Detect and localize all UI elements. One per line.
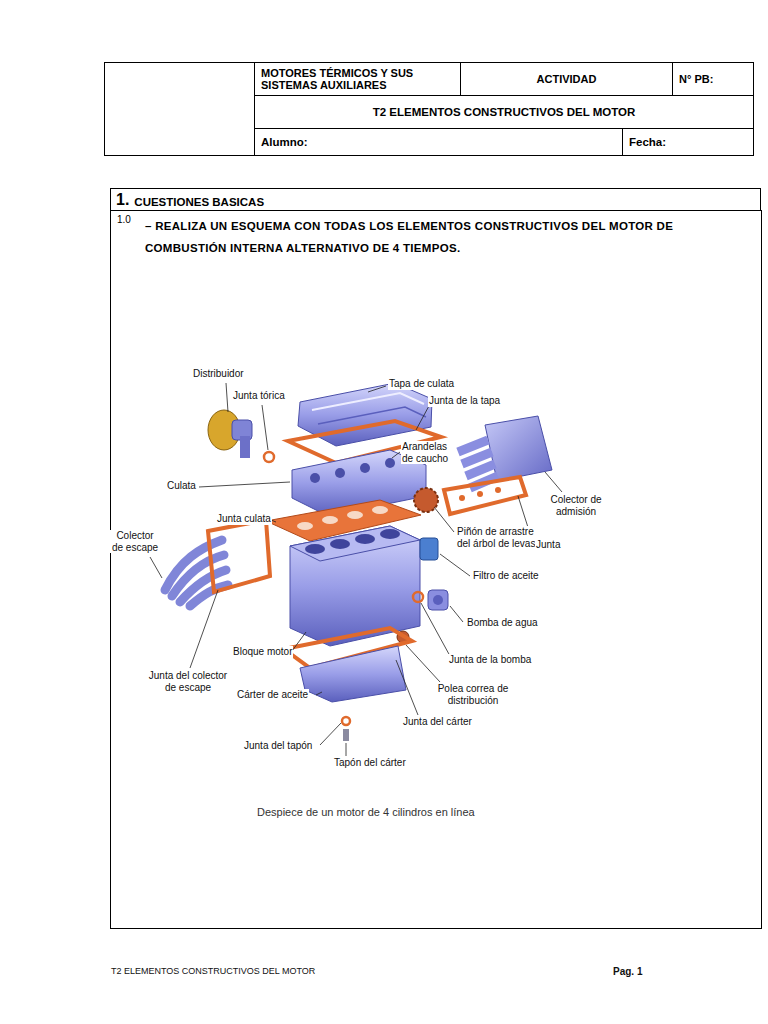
camshaft-gear bbox=[414, 488, 438, 512]
oil-sump bbox=[300, 646, 406, 702]
part-label: Junta de la bomba bbox=[448, 654, 532, 666]
part-label: Junta del cárter bbox=[402, 716, 473, 728]
leader-lines bbox=[320, 723, 341, 745]
leader-lines bbox=[226, 383, 228, 412]
part-label: Colector de escape bbox=[110, 530, 160, 553]
drain-plug bbox=[343, 729, 349, 741]
intake-gasket bbox=[444, 477, 526, 514]
header-cell: N° PB: bbox=[672, 62, 754, 96]
part-label: Junta del tapón bbox=[243, 740, 313, 752]
question-box: 1.0 – REALIZA UN ESQUEMA CON TODAS LOS EL… bbox=[110, 210, 762, 929]
part-label: Cárter de aceite bbox=[236, 689, 309, 701]
engine-block bbox=[380, 529, 400, 539]
header-text: T2 ELEMENTOS CONSTRUCTIVOS DEL MOTOR bbox=[373, 106, 636, 119]
part-label: Culata bbox=[166, 480, 197, 492]
footer-text: T2 ELEMENTOS CONSTRUCTIVOS DEL MOTOR bbox=[110, 966, 316, 976]
engine-block bbox=[290, 526, 420, 646]
header-text: MOTORES TÉRMICOS Y SUS SISTEMAS AUXILIAR… bbox=[261, 67, 454, 91]
distributor bbox=[208, 410, 252, 458]
header-text: N° PB: bbox=[679, 73, 713, 85]
o-ring bbox=[264, 452, 274, 462]
pump-gasket bbox=[413, 592, 423, 602]
page-number: Pag. 1 bbox=[612, 966, 643, 978]
water-pump bbox=[428, 590, 448, 610]
leader-lines bbox=[416, 404, 430, 430]
section-band: 1. CUESTIONES BASICAS bbox=[110, 188, 761, 211]
part-label: Tapón del cárter bbox=[333, 757, 407, 769]
part-label: Polea correa de distribución bbox=[433, 683, 513, 706]
part-label: Junta de la tapa bbox=[428, 395, 501, 407]
intake-manifold bbox=[458, 416, 552, 488]
header-cell: T2 ELEMENTOS CONSTRUCTIVOS DEL MOTOR bbox=[254, 95, 754, 129]
header-cell: ACTIVIDAD bbox=[460, 62, 673, 96]
part-label: Junta tórica bbox=[232, 390, 286, 402]
cylinder-head bbox=[335, 468, 345, 478]
intake-gasket bbox=[459, 495, 465, 501]
part-label: Bomba de agua bbox=[466, 617, 539, 629]
leader-lines bbox=[368, 386, 386, 392]
section-title: CUESTIONES BASICAS bbox=[134, 196, 264, 209]
head-gasket bbox=[297, 522, 313, 530]
leader-lines bbox=[262, 405, 268, 450]
engine-block bbox=[330, 539, 350, 549]
exhaust-manifold bbox=[165, 540, 228, 606]
leader-lines bbox=[199, 482, 290, 487]
engine-block bbox=[305, 544, 325, 554]
water-pump bbox=[433, 595, 443, 605]
leader-lines bbox=[316, 692, 322, 695]
figure-caption: Despiece de un motor de 4 cilindros en l… bbox=[257, 806, 475, 818]
leader-lines bbox=[434, 507, 454, 532]
leader-lines bbox=[150, 557, 162, 578]
intake-gasket bbox=[477, 491, 483, 497]
leader-lines bbox=[421, 603, 450, 656]
distributor bbox=[240, 436, 250, 458]
part-label: Bloque motor bbox=[232, 646, 293, 658]
part-label: Filtro de aceite bbox=[472, 570, 540, 582]
logo-cell bbox=[105, 63, 255, 156]
part-label: Colector de admisión bbox=[544, 494, 608, 517]
part-label: Junta del colector de escape bbox=[142, 670, 234, 693]
leader-lines bbox=[346, 743, 347, 756]
oil-filter bbox=[420, 538, 438, 560]
leader-lines bbox=[396, 660, 418, 715]
plug-washer bbox=[342, 717, 350, 725]
question-number: 1.0 bbox=[117, 214, 131, 225]
engine-block bbox=[355, 534, 375, 544]
engine-block bbox=[290, 526, 420, 646]
part-label: Tapa de culata bbox=[388, 378, 455, 390]
part-label: Junta bbox=[535, 539, 561, 551]
leader-lines bbox=[392, 452, 400, 458]
question-text: – REALIZA UN ESQUEMA CON TODAS LOS ELEME… bbox=[145, 215, 757, 259]
leader-lines bbox=[545, 472, 562, 492]
section-number: 1. bbox=[116, 191, 129, 209]
water-pump bbox=[428, 590, 448, 610]
leader-lines bbox=[150, 383, 562, 756]
header-text: Fecha: bbox=[629, 136, 666, 149]
leader-lines bbox=[292, 632, 306, 651]
leader-lines bbox=[406, 645, 440, 682]
header-text: Alumno: bbox=[261, 136, 308, 149]
leader-lines bbox=[440, 554, 470, 576]
part-label: Arandelas de caucho bbox=[401, 441, 455, 464]
intake-gasket bbox=[495, 487, 501, 493]
intake-manifold bbox=[485, 416, 552, 481]
exhaust-gasket bbox=[208, 520, 270, 592]
valve-cover bbox=[318, 407, 426, 424]
header-text: ACTIVIDAD bbox=[537, 73, 597, 85]
intake-gasket bbox=[444, 477, 526, 514]
head-gasket bbox=[322, 516, 338, 524]
header-cell: MOTORES TÉRMICOS Y SUS SISTEMAS AUXILIAR… bbox=[254, 62, 461, 96]
cylinder-head bbox=[310, 473, 320, 483]
cylinder-head bbox=[360, 463, 370, 473]
part-label: Distribuidor bbox=[192, 368, 245, 380]
header-cell: Fecha: bbox=[622, 128, 754, 156]
part-label: Junta culata bbox=[216, 513, 272, 525]
cylinder-head bbox=[385, 458, 395, 468]
leader-lines bbox=[450, 606, 463, 622]
leader-lines bbox=[190, 590, 218, 668]
header-cell: Alumno: bbox=[254, 128, 623, 156]
head-gasket bbox=[347, 511, 363, 519]
head-gasket bbox=[372, 506, 388, 514]
engine-block bbox=[290, 526, 420, 561]
